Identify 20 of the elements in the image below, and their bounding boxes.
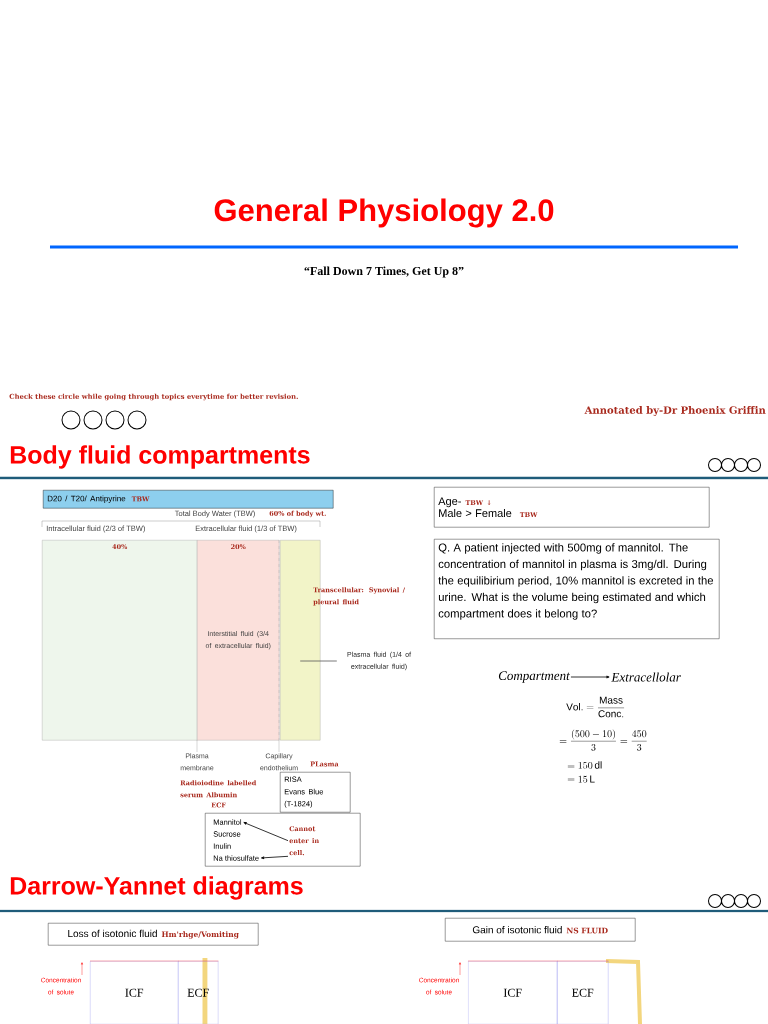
leader-line xyxy=(299,660,338,662)
handwritten-formula: $= 15\,\mathrm{L}$ xyxy=(567,775,595,783)
subtitle: “Fall Down 7 Times, Get Up 8” xyxy=(304,266,464,278)
arrow xyxy=(243,822,289,842)
handwritten-formula: $= 150\,\mathrm{dl}$ xyxy=(567,761,602,769)
handwritten-formula: $\mathrm{Vol.} = \frac{\mathrm{Mass}}{\mathrm{Conc.}}$ xyxy=(566,696,625,718)
compartment-box: ICF xyxy=(467,960,558,1024)
handwritten-text: Extracellolar xyxy=(611,672,681,682)
arrow xyxy=(570,675,610,679)
handwritten-text: Compartment xyxy=(498,671,570,683)
author-text: Annotated by-Dr Phoenix Griffin xyxy=(584,406,766,416)
title: General Physiology 2.0 xyxy=(214,198,554,228)
section-heading: Darrow-Yannet diagrams xyxy=(10,876,303,900)
compartment-box: ICF xyxy=(89,960,179,1024)
arrow xyxy=(261,855,289,860)
handwritten-formula: $= \frac{(500 - 10)}{3} = \frac{450}{3}$ xyxy=(559,729,647,751)
compartment-box: ECF xyxy=(556,960,609,1024)
compartment-box: ECF xyxy=(177,960,219,1024)
question-box: Q. A patient injected with 500mg of mannitol. The concentration of mannitol in plasma is 3mg/dl. During the equilibirium period, 10% mannitol is excreted in the urine. What is the volume being estimated and which compartment does it belong to? xyxy=(434,539,720,639)
section-heading: Body fluid compartments xyxy=(10,445,310,469)
